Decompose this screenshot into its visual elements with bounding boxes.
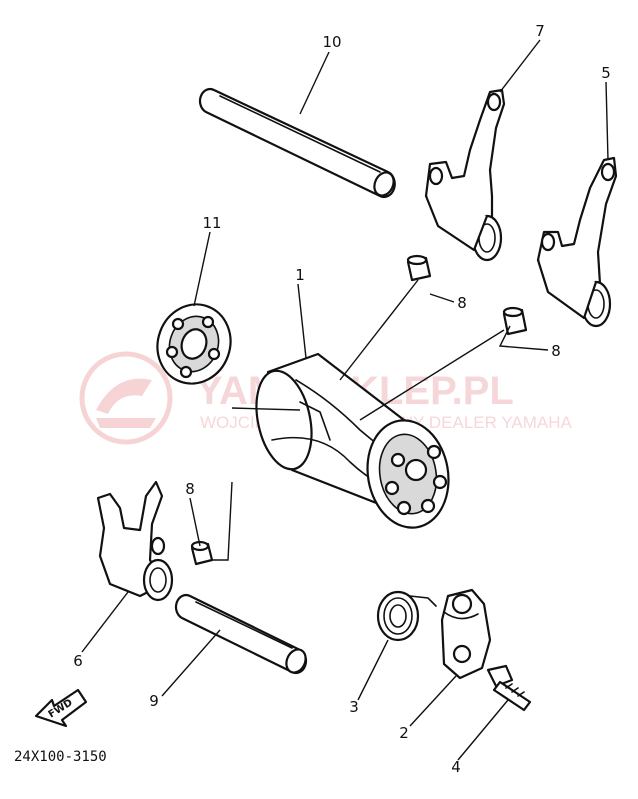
callout-5: 5 bbox=[601, 64, 611, 82]
callout-3: 3 bbox=[349, 698, 359, 716]
fwd-arrow-icon: FWD bbox=[34, 688, 88, 728]
shift-fork-7 bbox=[424, 88, 506, 262]
callout-10: 10 bbox=[322, 33, 341, 51]
bearing-11 bbox=[156, 303, 232, 385]
pin-8-upper-a bbox=[406, 254, 432, 282]
leader-lines bbox=[81, 39, 609, 761]
callout-11: 11 bbox=[202, 214, 221, 232]
callout-9: 9 bbox=[149, 692, 159, 710]
drawing-code: 24X100-3150 bbox=[14, 749, 107, 765]
shaft-lower bbox=[174, 593, 308, 675]
callout-2: 2 bbox=[399, 724, 409, 742]
stopper-lever-2 bbox=[440, 588, 492, 680]
callout-8-lower: 8 bbox=[185, 480, 195, 498]
callout-numbers: 10 7 5 11 1 8 8 8 6 9 3 2 4 bbox=[73, 22, 611, 776]
bolt-4 bbox=[486, 664, 532, 712]
pin-8-lower bbox=[190, 540, 214, 566]
shift-fork-6 bbox=[96, 480, 174, 602]
callout-6: 6 bbox=[73, 652, 83, 670]
shift-drum-1 bbox=[255, 352, 450, 529]
callout-8-upper-b: 8 bbox=[551, 342, 561, 360]
callout-4: 4 bbox=[451, 758, 461, 776]
callout-7: 7 bbox=[535, 22, 545, 40]
shift-fork-5 bbox=[536, 156, 618, 328]
torsion-spring-3 bbox=[376, 590, 437, 642]
callout-8-upper-a: 8 bbox=[457, 294, 467, 312]
watermark-logo bbox=[79, 351, 173, 445]
callout-1: 1 bbox=[295, 266, 305, 284]
shaft-upper bbox=[198, 87, 396, 198]
